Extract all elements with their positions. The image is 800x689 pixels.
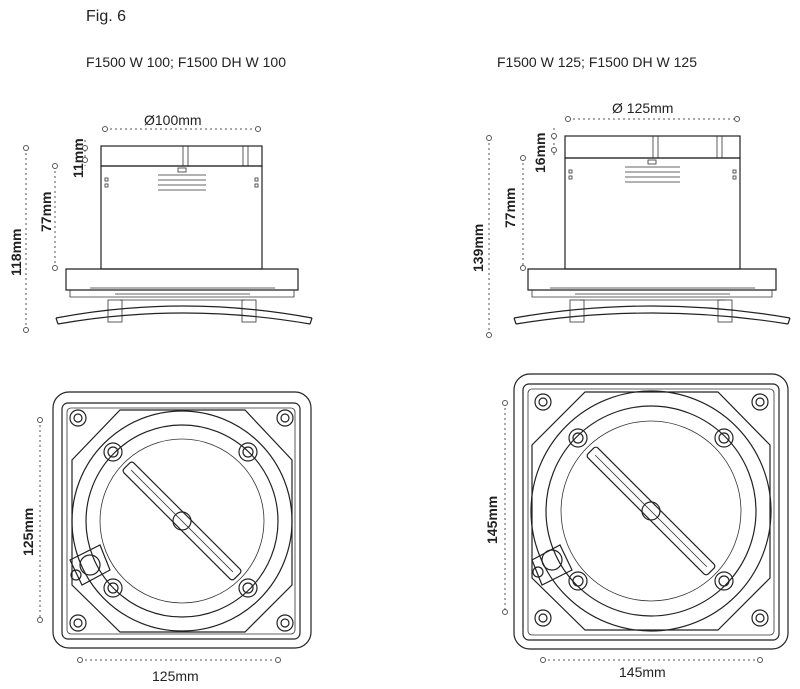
right-side-view <box>486 116 791 338</box>
left-front-view <box>37 391 312 663</box>
right-diameter-label: Ø 125mm <box>612 100 674 116</box>
right-model-title: F1500 W 125; F1500 DH W 125 <box>497 54 697 70</box>
left-model-title: F1500 W 100; F1500 DH W 100 <box>86 54 286 70</box>
figure-label: Fig. 6 <box>86 8 127 25</box>
right-front-height-label: 145mm <box>484 495 500 544</box>
right-front-view <box>502 373 789 663</box>
left-side-view <box>23 126 313 333</box>
left-body-height-label: 77mm <box>38 191 54 232</box>
right-top-height-label: 16mm <box>532 132 548 173</box>
right-total-height-label: 139mm <box>470 223 486 272</box>
left-diameter-label: Ø100mm <box>144 112 202 128</box>
left-front-width-label: 125mm <box>152 668 199 684</box>
left-total-height-label: 118mm <box>8 228 24 276</box>
right-body-height-label: 77mm <box>502 187 518 228</box>
left-front-height-label: 125mm <box>20 507 36 556</box>
right-front-width-label: 145mm <box>619 664 666 680</box>
left-top-height-label: 11mm <box>70 138 86 178</box>
